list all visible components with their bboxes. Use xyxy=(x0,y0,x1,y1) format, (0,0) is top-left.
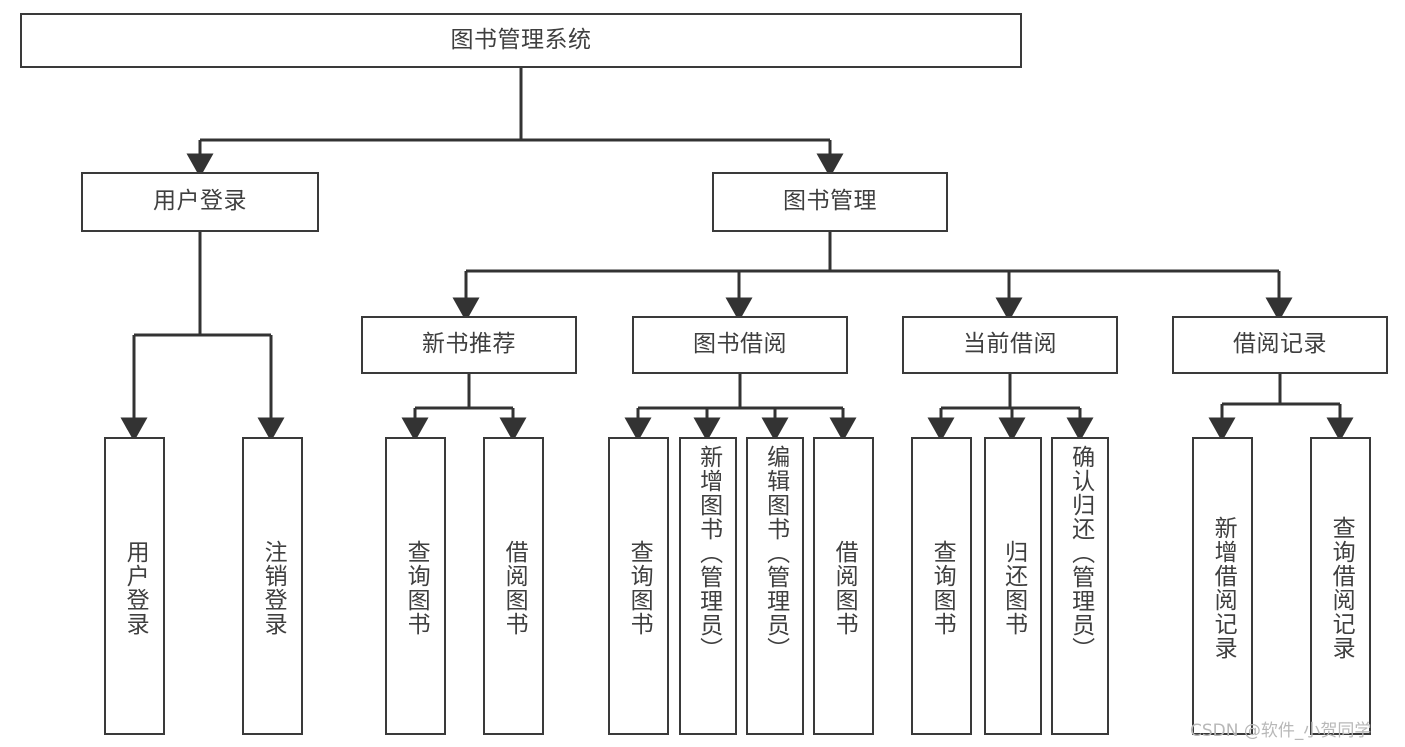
leaf-label: 查询图书 xyxy=(626,540,653,636)
node-book-manage[interactable]: 图书管理 xyxy=(712,172,948,232)
leaf-label-wrap: 用户登录 xyxy=(106,443,163,733)
leaf-label: 查询借阅记录 xyxy=(1328,516,1355,660)
leaf-label-wrap: 新增图书（管理员） xyxy=(681,443,735,733)
leaf-label-wrap: 归还图书 xyxy=(986,443,1040,733)
leaf-label: 新增图书（管理员） xyxy=(695,445,722,661)
leaf-label: 查询图书 xyxy=(403,540,430,636)
node-user-login[interactable]: 用户登录 xyxy=(81,172,319,232)
node-leaf-query-book-borrow[interactable]: 查询图书 xyxy=(608,437,669,735)
leaf-label-wrap: 借阅图书 xyxy=(815,443,872,733)
node-leaf-user-logout[interactable]: 注销登录 xyxy=(242,437,303,735)
leaf-label: 用户登录 xyxy=(122,540,149,636)
node-borrow-record[interactable]: 借阅记录 xyxy=(1172,316,1388,374)
node-root-system[interactable]: 图书管理系统 xyxy=(20,13,1022,68)
leaf-label-wrap: 查询图书 xyxy=(610,443,667,733)
leaf-label-wrap: 查询图书 xyxy=(913,443,970,733)
leaf-label: 查询图书 xyxy=(929,540,956,636)
node-new-book-recommend[interactable]: 新书推荐 xyxy=(361,316,577,374)
leaf-label-wrap: 注销登录 xyxy=(244,443,301,733)
leaf-label: 借阅图书 xyxy=(831,540,858,636)
leaf-label-wrap: 编辑图书（管理员） xyxy=(748,443,802,733)
leaf-label: 确认归还（管理员） xyxy=(1067,445,1094,661)
node-leaf-edit-book-admin[interactable]: 编辑图书（管理员） xyxy=(746,437,804,735)
leaf-label-wrap: 确认归还（管理员） xyxy=(1053,443,1107,733)
leaf-label: 注销登录 xyxy=(260,540,287,636)
leaf-label-wrap: 查询图书 xyxy=(387,443,444,733)
csdn-watermark: CSDN @软件_小贺同学 xyxy=(1190,721,1372,741)
leaf-label-wrap: 查询借阅记录 xyxy=(1312,443,1369,733)
node-leaf-user-login[interactable]: 用户登录 xyxy=(104,437,165,735)
node-leaf-add-borrow-record[interactable]: 新增借阅记录 xyxy=(1192,437,1253,735)
leaf-label-wrap: 新增借阅记录 xyxy=(1194,443,1251,733)
leaf-label: 编辑图书（管理员） xyxy=(762,445,789,661)
leaf-label: 借阅图书 xyxy=(501,540,528,636)
node-leaf-query-book-recommend[interactable]: 查询图书 xyxy=(385,437,446,735)
node-leaf-confirm-return-admin[interactable]: 确认归还（管理员） xyxy=(1051,437,1109,735)
node-leaf-return-book[interactable]: 归还图书 xyxy=(984,437,1042,735)
node-book-borrow[interactable]: 图书借阅 xyxy=(632,316,848,374)
leaf-label: 新增借阅记录 xyxy=(1210,516,1237,660)
leaf-label-wrap: 借阅图书 xyxy=(485,443,542,733)
node-leaf-borrow-book-recommend[interactable]: 借阅图书 xyxy=(483,437,544,735)
leaf-label: 归还图书 xyxy=(1000,540,1027,636)
node-current-borrow[interactable]: 当前借阅 xyxy=(902,316,1118,374)
node-leaf-add-book-admin[interactable]: 新增图书（管理员） xyxy=(679,437,737,735)
node-leaf-query-book-current[interactable]: 查询图书 xyxy=(911,437,972,735)
node-leaf-query-borrow-record[interactable]: 查询借阅记录 xyxy=(1310,437,1371,735)
node-leaf-borrow-book-borrow[interactable]: 借阅图书 xyxy=(813,437,874,735)
